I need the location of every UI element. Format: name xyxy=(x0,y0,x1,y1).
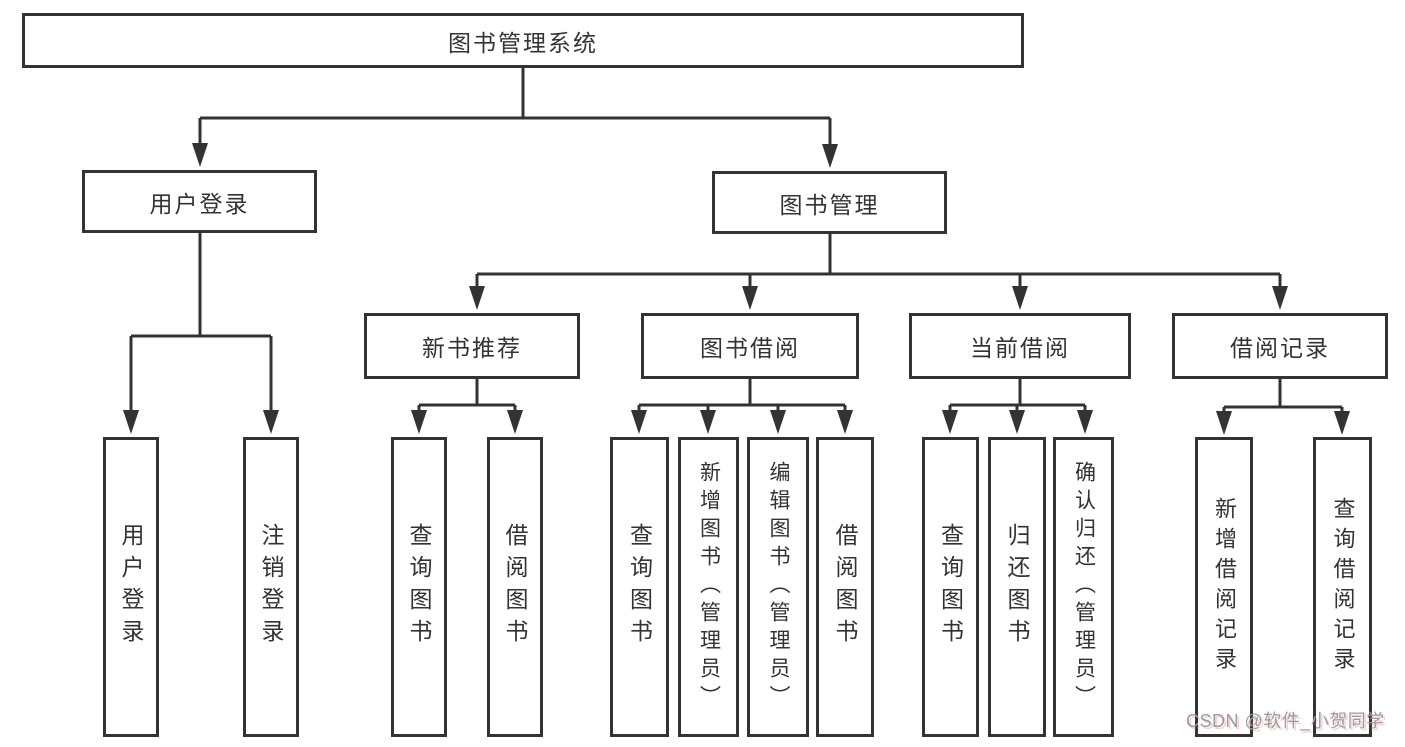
leaf-borrow-book-recommend: 借阅图书 xyxy=(487,437,543,737)
leaf-edit-book-admin: 编辑图书（管理员） xyxy=(747,437,809,737)
leaf-add-book-admin: 新增图书（管理员） xyxy=(678,437,739,737)
node-book-borrowing: 图书借阅 xyxy=(641,313,859,379)
leaf-query-book-current: 查询图书 xyxy=(922,437,979,737)
connector-userlogin-to-leaves xyxy=(129,233,273,412)
leaf-user-login: 用户登录 xyxy=(103,437,159,737)
connector-bookborrow-to-leaves xyxy=(637,379,847,412)
leaf-confirm-return-admin: 确认归还（管理员） xyxy=(1053,437,1114,737)
node-current-borrowing: 当前借阅 xyxy=(909,313,1131,379)
leaf-query-book-recommend: 查询图书 xyxy=(391,437,447,737)
leaf-return-book: 归还图书 xyxy=(988,437,1046,737)
node-book-management: 图书管理 xyxy=(712,171,947,234)
node-root-system: 图书管理系统 xyxy=(22,13,1024,68)
leaf-borrow-book: 借阅图书 xyxy=(816,437,874,737)
leaf-add-borrow-record: 新增借阅记录 xyxy=(1195,437,1253,737)
connector-newbookrec-to-leaves xyxy=(417,379,517,412)
node-new-book-recommend: 新书推荐 xyxy=(364,313,580,379)
leaf-query-borrow-record: 查询借阅记录 xyxy=(1313,437,1372,737)
connector-root-to-level2 xyxy=(198,68,832,146)
connector-borrowrecord-to-leaves xyxy=(1222,379,1344,413)
node-user-login: 用户登录 xyxy=(82,170,317,233)
node-borrowing-record: 借阅记录 xyxy=(1172,313,1388,379)
leaf-logout: 注销登录 xyxy=(243,437,299,737)
csdn-watermark: CSDN @软件_小贺同学 xyxy=(1186,711,1385,731)
connector-currentborrow-to-leaves xyxy=(948,379,1087,412)
leaf-query-book-borrow: 查询图书 xyxy=(610,437,669,737)
connector-bookmgmt-to-level3 xyxy=(475,234,1282,288)
